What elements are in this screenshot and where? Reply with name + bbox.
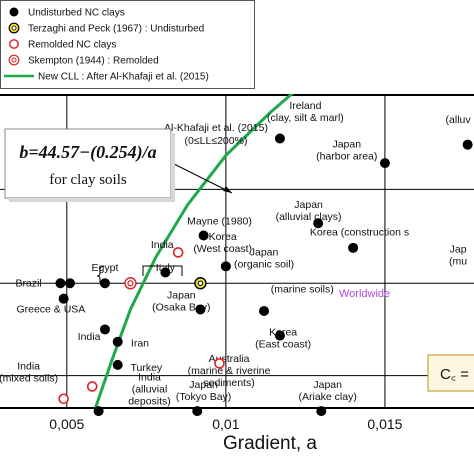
legend-item: Undisturbed NC clays [9, 7, 125, 19]
point-label: (alluv [446, 114, 472, 126]
legend-item: New CLL : After Al-Khafaji et al. (2015) [4, 72, 209, 83]
point-label: Japan(Ariake clay) [298, 379, 356, 403]
x-ticks: 0,005 0,01 0,015 [49, 416, 402, 432]
x-axis-label: Gradient, a [223, 433, 317, 454]
data-point [99, 278, 110, 289]
legend-item: Skempton (1944) : Remolded [8, 54, 159, 67]
data-point [58, 293, 69, 304]
equation-arrow [171, 162, 233, 194]
data-point [112, 359, 123, 370]
data-point [274, 330, 285, 341]
legend-label: Remolded NC clays [28, 40, 116, 51]
data-point [195, 304, 206, 315]
data-point [316, 406, 327, 417]
data-point [259, 305, 270, 316]
point-label: Turkey [130, 362, 162, 374]
data-point [64, 278, 75, 289]
data-point [220, 261, 231, 272]
data-point [172, 247, 184, 258]
data-point [99, 324, 110, 335]
point-label: (marine soils) [271, 284, 334, 296]
point-label: Korea(West coast) [193, 231, 252, 255]
data-point [194, 277, 207, 290]
point-label: Jap(mu [449, 243, 467, 267]
egypt-bracket [142, 265, 183, 276]
data-point [86, 381, 98, 392]
point-label: Ireland(clay, silt & marl) [267, 100, 344, 124]
legend-item: Terzaghi and Peck (1967) : Undisturbed [8, 22, 204, 35]
point-label: India [78, 331, 101, 343]
data-points [55, 133, 473, 417]
point-label: Japan(harbor area) [316, 139, 377, 163]
new-cll-curve [94, 94, 294, 409]
point-label: Egypt [92, 262, 119, 274]
point-label: Brazil [15, 277, 41, 289]
data-point [112, 336, 123, 347]
equation-box-shadow-bottom [9, 198, 175, 202]
data-point [160, 267, 171, 278]
data-point [55, 278, 66, 289]
point-label: India(mixed soils) [0, 361, 58, 385]
legend-item: Remolded NC clays [9, 39, 116, 51]
data-point [274, 133, 285, 144]
data-point [214, 358, 225, 369]
cc-box: C꜀ = [427, 354, 474, 392]
point-label: Mayne (1980) [187, 216, 252, 228]
data-point [348, 242, 359, 253]
data-point [93, 406, 104, 417]
legend-label: Skempton (1944) : Remolded [28, 56, 159, 67]
legend-label: Terzaghi and Peck (1967) : Undisturbed [28, 24, 204, 35]
data-point [462, 139, 473, 150]
point-label: Greece & USA [16, 304, 85, 316]
equation-line-2: for clay soils [49, 172, 127, 188]
legend-frame [0, 0, 255, 89]
equation-box: b=44.57−(0.254)/a for clay soils [4, 128, 175, 202]
worldwide-label: Worldwide [339, 288, 390, 300]
point-label: India [151, 239, 174, 251]
point-label: Japan(alluvial clays) [276, 199, 342, 223]
equation-box-shadow [171, 133, 175, 202]
data-point [313, 218, 324, 229]
data-point [198, 230, 209, 241]
point-label: Japan(Tokyo Bay) [176, 379, 231, 403]
data-point [379, 158, 390, 169]
equation-line-1: b=44.57−(0.254)/a [19, 142, 156, 163]
point-label: Japan(Osaka Bay) [152, 290, 210, 314]
x-tick-label-0: 0,005 [49, 416, 84, 432]
curve-label: Al-Khafaji et al. (2015)(0≤LL≤200%) [164, 122, 268, 147]
data-point [58, 393, 69, 405]
equation-box-frame [4, 128, 172, 199]
data-point [192, 406, 203, 417]
legend-label: Undisturbed NC clays [28, 8, 125, 19]
data-point [124, 277, 137, 290]
point-label: Korea (construction s [310, 227, 409, 239]
equation-arrow-head [223, 186, 232, 193]
x-tick-label-2: 0,015 [367, 416, 402, 432]
x-tick-label-1: 0,01 [212, 416, 239, 432]
point-label: Iran [131, 337, 149, 349]
legend-label: New CLL : After Al-Khafaji et al. (2015) [38, 72, 209, 83]
point-label: Japan(organic soil) [234, 247, 294, 271]
cc-box-frame [427, 354, 474, 392]
cc-box-text: C꜀ = [440, 366, 469, 383]
